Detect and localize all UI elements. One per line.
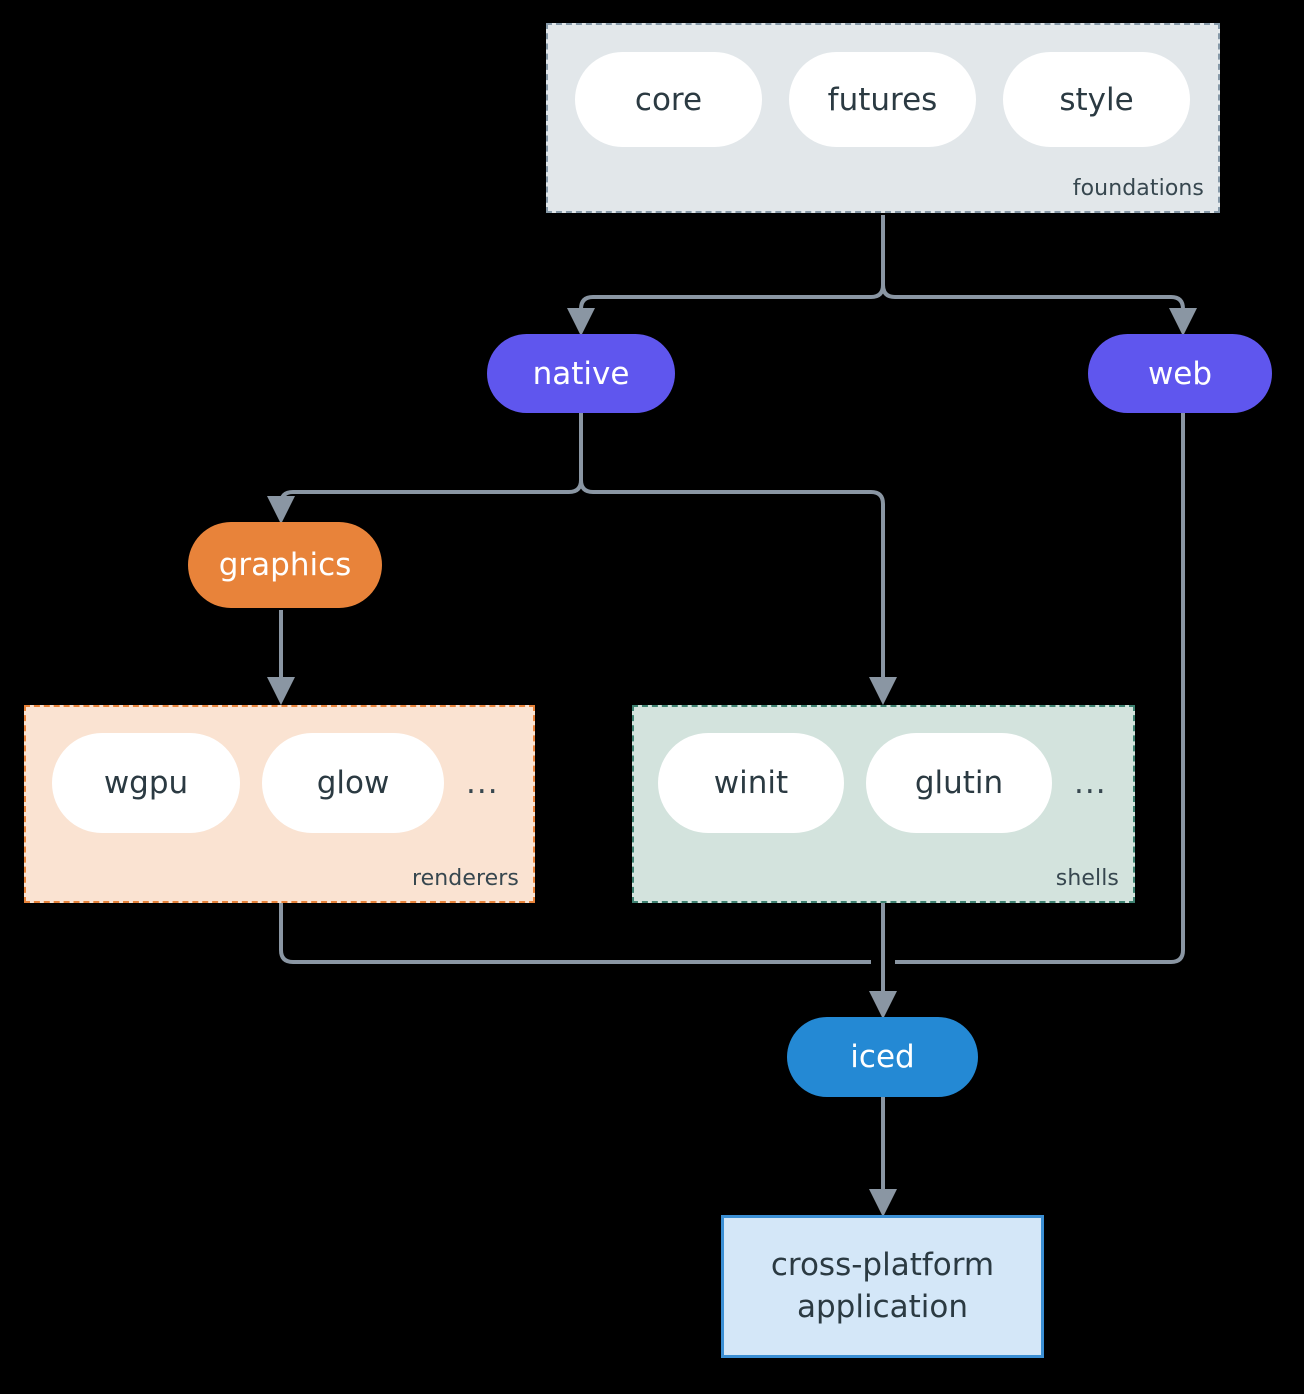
node-web[interactable]: web xyxy=(1088,334,1272,413)
group-foundations: core futures style foundations xyxy=(546,23,1220,213)
node-cross-platform-application[interactable]: cross-platform application xyxy=(721,1215,1044,1358)
renderers-item-wgpu-label: wgpu xyxy=(103,765,189,801)
foundations-item-futures-label: futures xyxy=(827,81,938,118)
node-iced-label: iced xyxy=(850,1039,915,1075)
renderers-item-row: wgpu glow ... xyxy=(52,733,499,833)
foundations-item-row: core futures style xyxy=(575,52,1190,147)
foundations-item-core[interactable]: core xyxy=(575,52,762,147)
shells-item-glutin-label: glutin xyxy=(914,765,1004,801)
group-renderers: wgpu glow ... renderers xyxy=(24,705,535,903)
edge-foundations-to-native xyxy=(567,284,885,337)
node-graphics-label: graphics xyxy=(218,547,352,583)
node-application-line2: application xyxy=(797,1288,968,1325)
group-shells-label: shells xyxy=(1055,866,1119,891)
foundations-item-style-label: style xyxy=(1059,81,1134,118)
node-native-label: native xyxy=(532,355,630,392)
renderers-item-wgpu[interactable]: wgpu xyxy=(52,733,240,833)
shells-item-row: winit glutin ... xyxy=(658,733,1107,833)
node-application-line1: cross-platform xyxy=(770,1246,995,1283)
shells-item-winit-label: winit xyxy=(713,765,789,801)
group-shells: winit glutin ... shells xyxy=(632,705,1135,903)
shells-more-ellipsis: ... xyxy=(1074,764,1107,801)
edge-native-to-graphics xyxy=(267,479,583,525)
shells-item-winit[interactable]: winit xyxy=(658,733,844,833)
node-iced[interactable]: iced xyxy=(787,1017,978,1097)
edge-foundations-to-web xyxy=(881,284,1197,337)
group-foundations-label: foundations xyxy=(1072,176,1204,201)
foundations-item-futures[interactable]: futures xyxy=(789,52,976,147)
shells-item-glutin[interactable]: glutin xyxy=(866,733,1052,833)
edge-native-to-shells xyxy=(579,479,897,706)
foundations-item-style[interactable]: style xyxy=(1003,52,1190,147)
edge-renderers-to-iced xyxy=(279,903,871,964)
node-graphics[interactable]: graphics xyxy=(188,522,382,608)
node-native[interactable]: native xyxy=(487,334,675,413)
renderers-item-glow[interactable]: glow xyxy=(262,733,444,833)
foundations-item-core-label: core xyxy=(634,81,703,118)
renderers-more-ellipsis: ... xyxy=(466,764,499,801)
node-web-label: web xyxy=(1147,355,1213,392)
renderers-item-glow-label: glow xyxy=(316,765,390,801)
group-renderers-label: renderers xyxy=(411,866,519,891)
